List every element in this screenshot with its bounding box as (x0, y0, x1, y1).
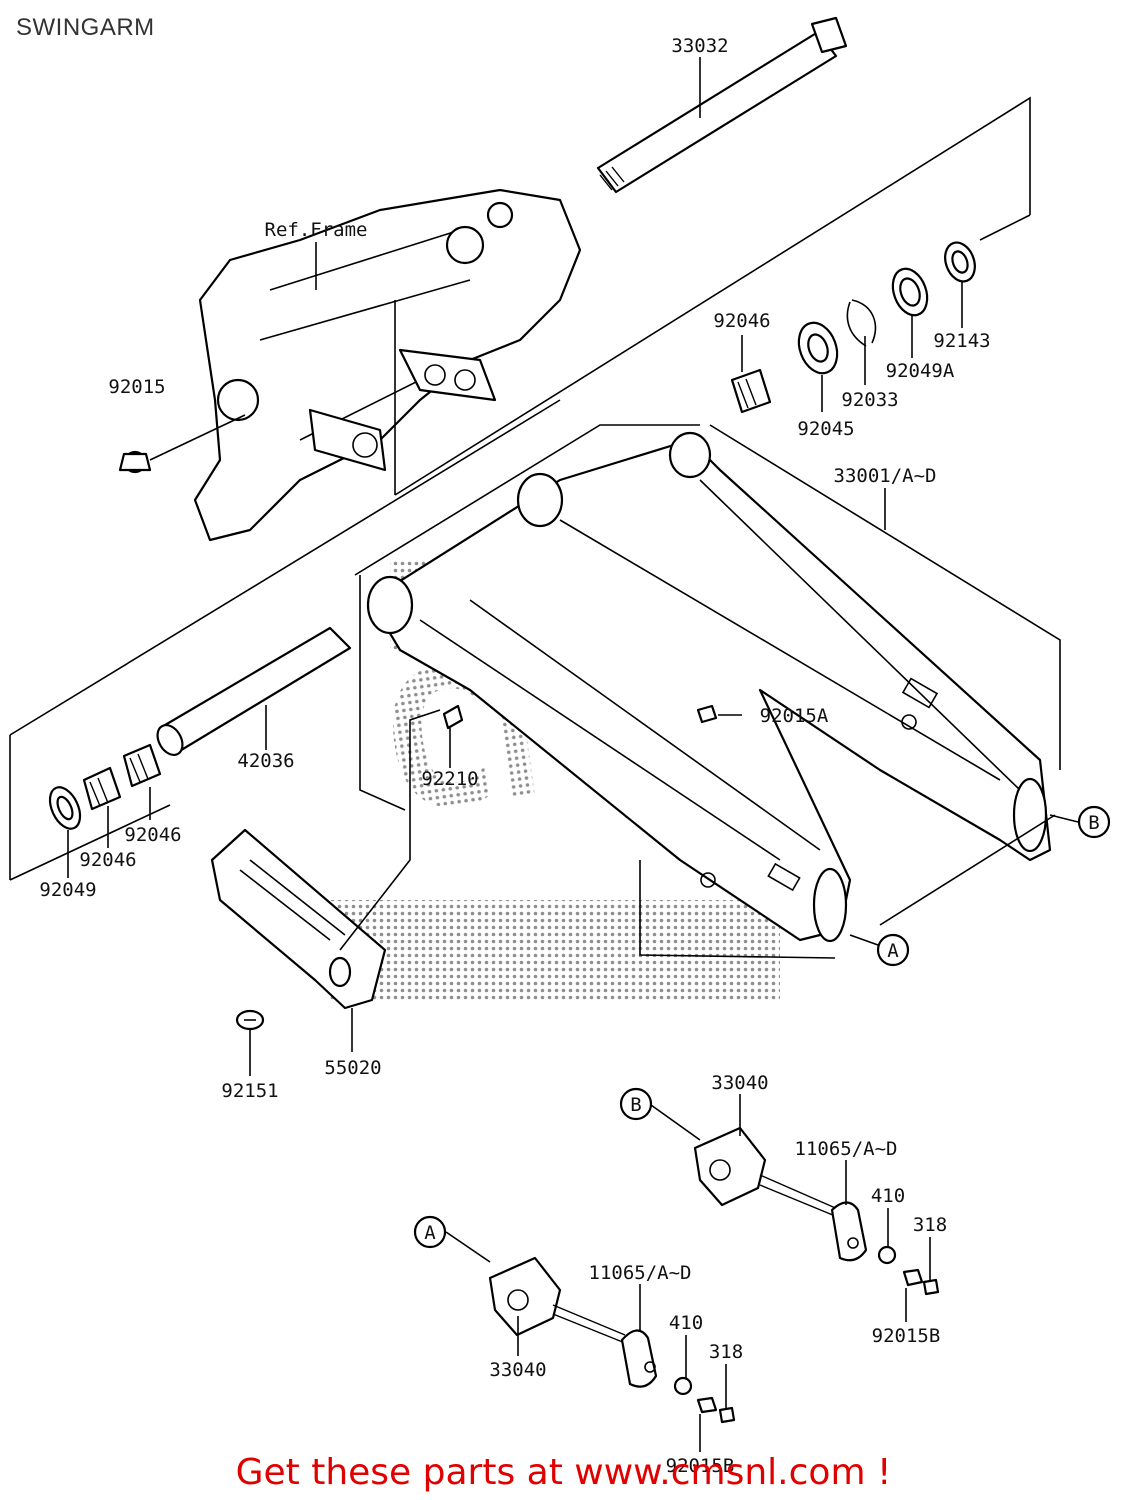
chain-adjuster-a[interactable] (488, 1256, 626, 1344)
washer-410-lower[interactable] (673, 1376, 693, 1396)
label-42036[interactable]: 42036 (237, 750, 294, 772)
nut-92015a[interactable] (696, 704, 718, 724)
frame (118, 188, 582, 542)
label-33040-upper[interactable]: 33040 (711, 1072, 768, 1094)
axle-33032[interactable] (596, 16, 848, 194)
bearing-92046-b[interactable] (82, 766, 122, 811)
label-92046-a[interactable]: 92046 (124, 824, 181, 846)
marker-letter: A (887, 940, 899, 962)
label-92046-top[interactable]: 92046 (713, 310, 770, 332)
marker-b-left: B (619, 1087, 653, 1121)
nut-92015b-lower[interactable] (696, 1396, 718, 1414)
nut-92015b-upper[interactable] (902, 1268, 924, 1287)
label-92046-b[interactable]: 92046 (79, 849, 136, 871)
washer-410-upper[interactable] (877, 1245, 897, 1265)
label-92015[interactable]: 92015 (108, 376, 165, 398)
label-92143[interactable]: 92143 (933, 330, 990, 352)
grease-nipple-92210[interactable] (442, 704, 464, 730)
leader-lines (67, 57, 963, 1452)
chain-adjuster-b[interactable] (693, 1126, 841, 1219)
label-318-upper[interactable]: 318 (913, 1214, 947, 1236)
label-33040-lower[interactable]: 33040 (489, 1359, 546, 1381)
label-11065-lower[interactable]: 11065/A~D (589, 1262, 692, 1284)
label-92015b-upper[interactable]: 92015B (872, 1325, 941, 1347)
screw-92151[interactable] (235, 1009, 265, 1031)
watermark-band (330, 900, 780, 1000)
label-318-lower[interactable]: 318 (709, 1341, 743, 1363)
swingarm-33001[interactable] (366, 431, 1052, 943)
label-92015a[interactable]: 92015A (760, 705, 829, 727)
label-92049[interactable]: 92049 (39, 879, 96, 901)
marker-a-right: A (876, 933, 910, 967)
marker-a-left: A (413, 1215, 447, 1249)
label-33001[interactable]: 33001/A~D (834, 465, 937, 487)
label-92015b-lower[interactable]: 92015B (666, 1455, 735, 1477)
label-92210[interactable]: 92210 (421, 768, 478, 790)
marker-letter: B (1088, 812, 1099, 834)
label-92151[interactable]: 92151 (221, 1080, 278, 1102)
seal-92049a[interactable] (887, 264, 933, 320)
label-33032[interactable]: 33032 (671, 35, 728, 57)
part-labels: 33032 Ref.Frame 92015 92046 92045 92033 … (39, 35, 990, 1477)
nut-318-upper[interactable] (922, 1278, 940, 1296)
bearing-92046-a[interactable] (122, 743, 162, 788)
chain-slider-55020[interactable] (210, 828, 387, 1010)
sleeve-42036[interactable] (152, 626, 352, 759)
label-11065-upper[interactable]: 11065/A~D (795, 1138, 898, 1160)
marker-letter: A (424, 1222, 436, 1244)
marker-b-right: B (1077, 805, 1111, 839)
label-92045[interactable]: 92045 (797, 418, 854, 440)
cta-banner[interactable]: Get these parts at www.cmsnl.com ! (235, 1452, 892, 1493)
bearing-92045[interactable] (792, 317, 844, 378)
label-ref-frame: Ref.Frame (265, 219, 368, 241)
assembly-guide-lines (9, 96, 1079, 959)
circlip-92033[interactable] (846, 299, 877, 347)
label-55020[interactable]: 55020 (324, 1057, 381, 1079)
label-410-upper[interactable]: 410 (871, 1185, 905, 1207)
label-92033[interactable]: 92033 (841, 389, 898, 411)
seal-92049[interactable] (44, 783, 86, 834)
bearing-92046-top[interactable] (730, 368, 772, 414)
marker-letter: B (630, 1094, 641, 1116)
label-92049a[interactable]: 92049A (886, 360, 955, 382)
adjuster-plate-11065-lower[interactable] (620, 1329, 658, 1388)
label-410-lower[interactable]: 410 (669, 1312, 703, 1334)
collar-92143[interactable] (940, 238, 980, 285)
nut-318-lower[interactable] (718, 1406, 736, 1424)
page-title: SWINGARM (16, 14, 155, 41)
adjuster-plate-11065-upper[interactable] (830, 1201, 868, 1262)
